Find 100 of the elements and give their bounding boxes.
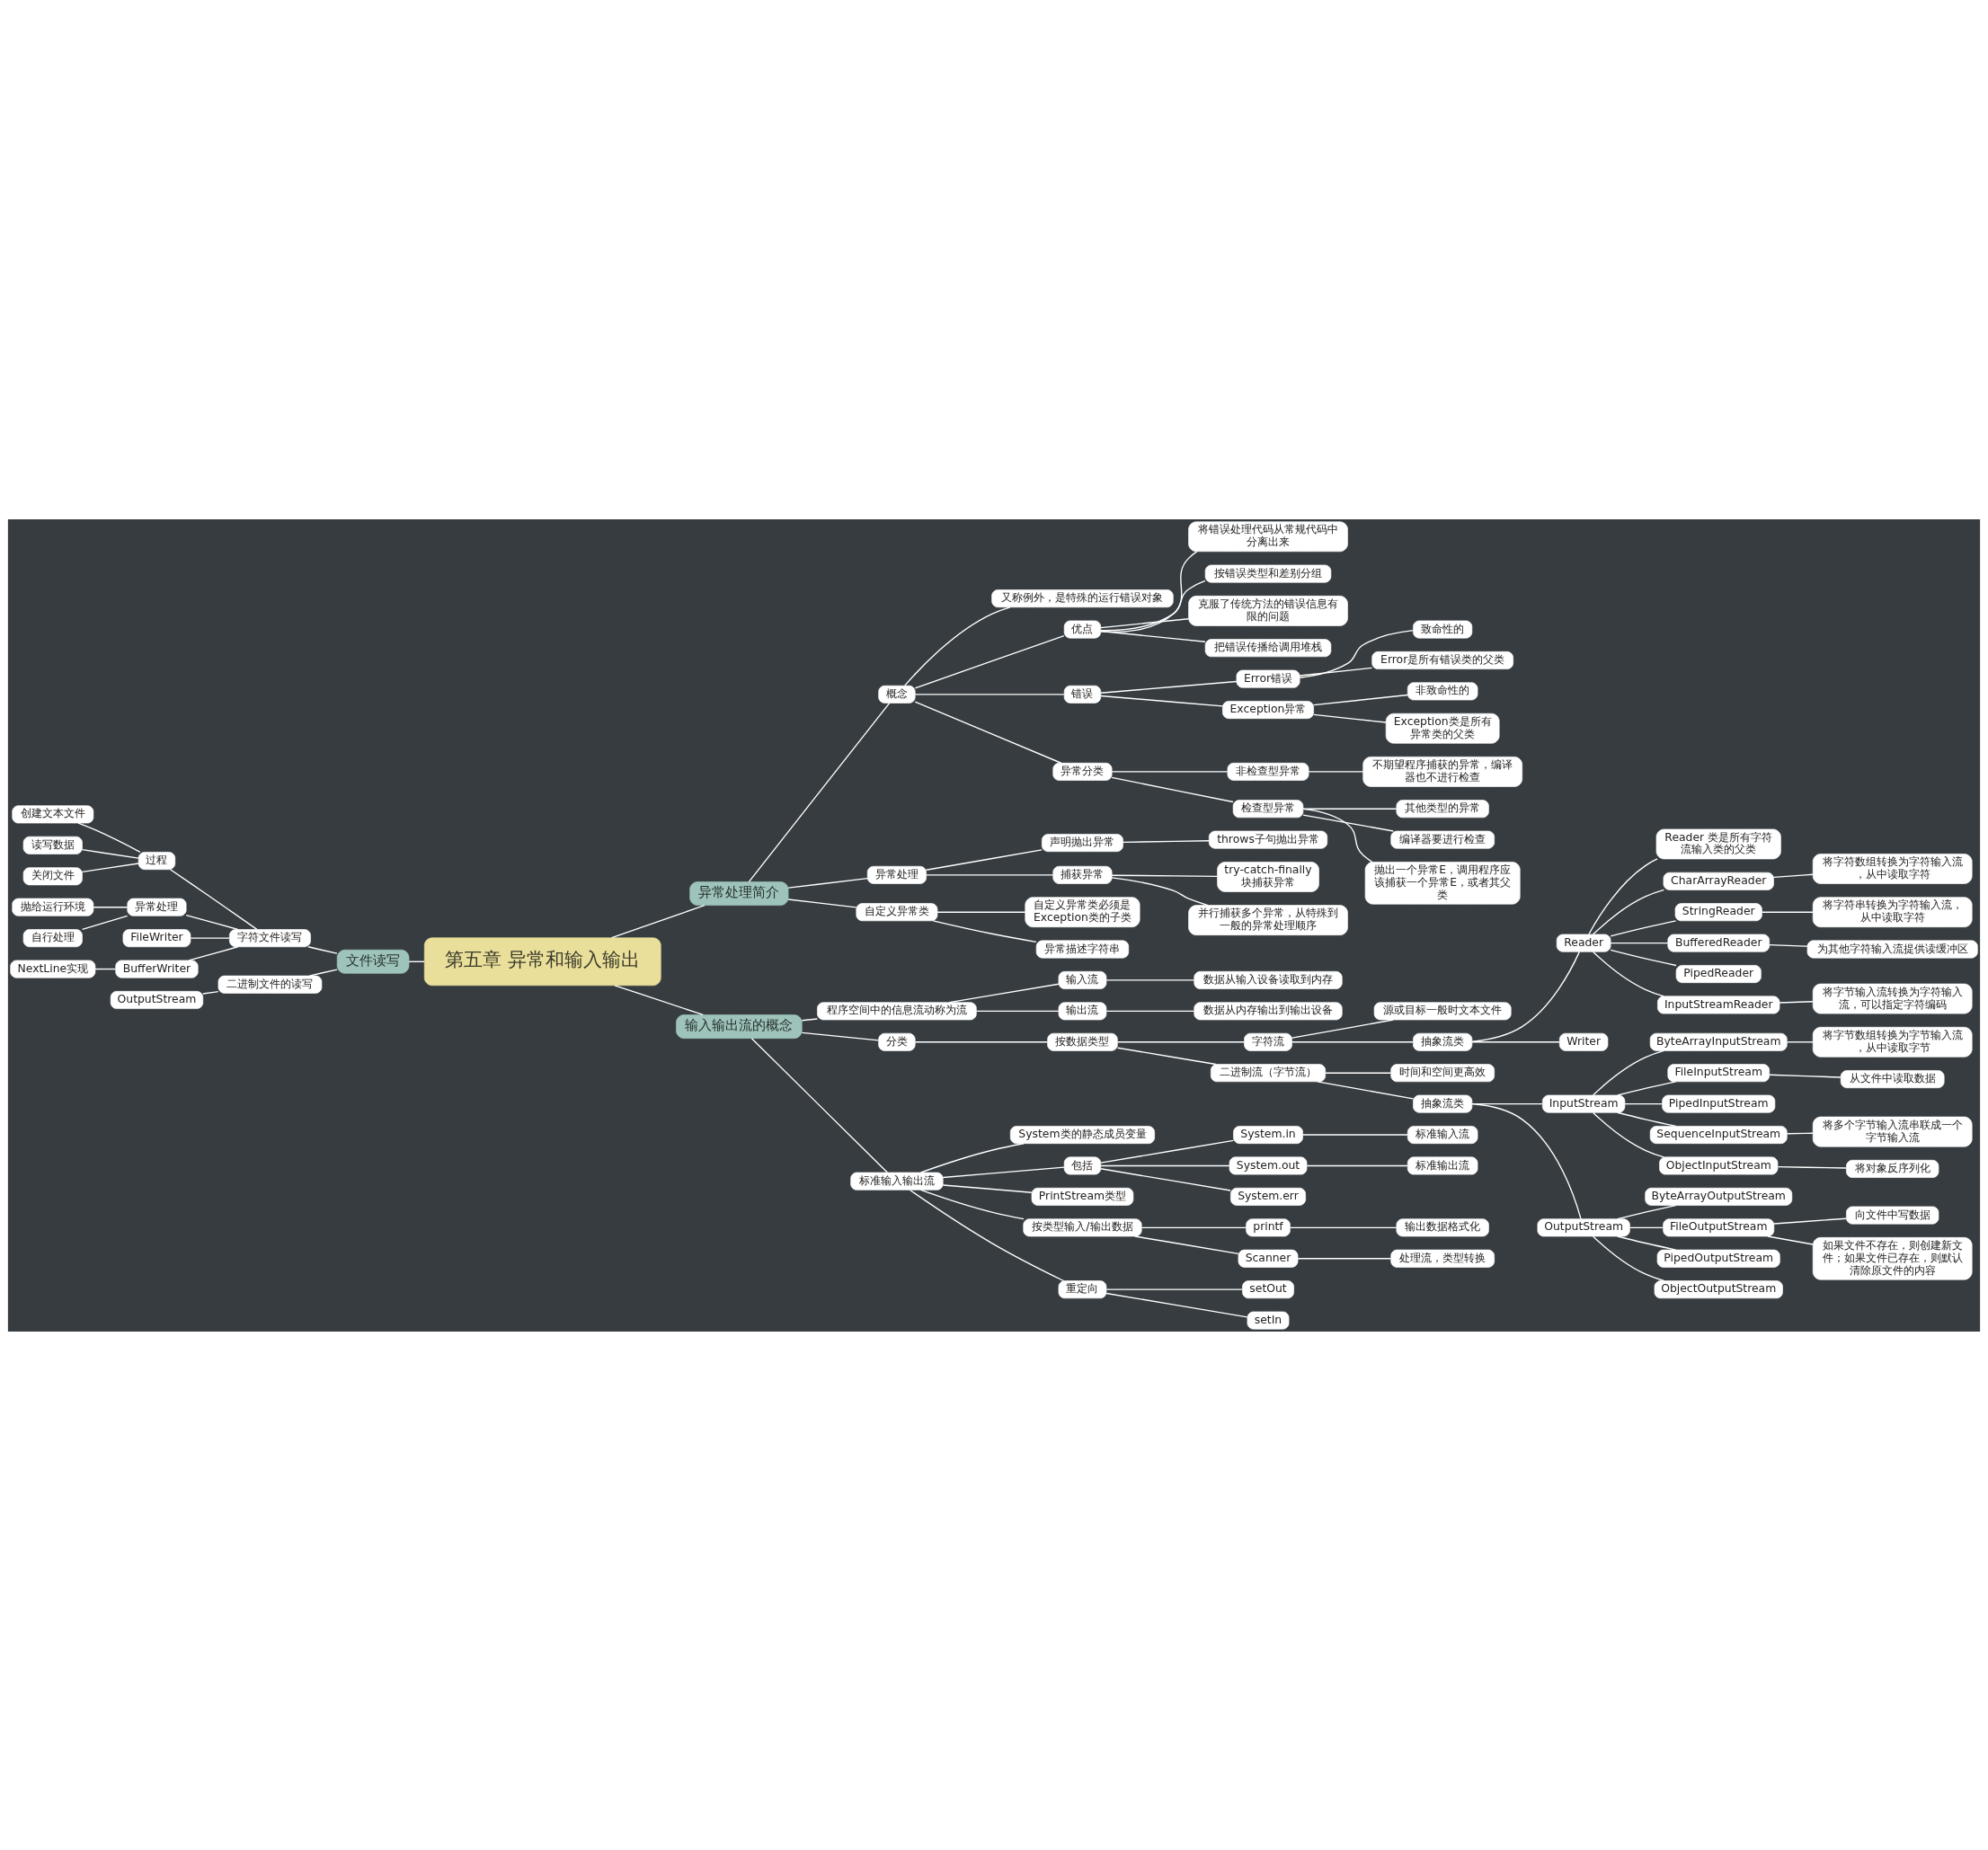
connector (919, 1189, 1025, 1219)
connector (611, 904, 706, 938)
node-box: ByteArrayInputStream (1649, 1032, 1788, 1051)
connector (936, 911, 1026, 913)
node-box: ObjectInputStream (1659, 1156, 1779, 1174)
node-box: 将字符数组转换为字符输入流，从中读取字符 (1812, 853, 1973, 884)
connector (1617, 1111, 1677, 1127)
node-box: 包括 (1063, 1156, 1102, 1174)
node-box: 并行捕获多个异常，从特殊到一般的异常处理顺序 (1188, 904, 1348, 935)
node-box: 抛出一个异常E，调用程序应该捕获一个异常E，或者其父类 (1364, 861, 1521, 905)
node-box: System类的静态成员变量 (1009, 1125, 1155, 1144)
node-box: setOut (1242, 1279, 1294, 1298)
node-box: 将字节输入流转换为字符输入流，可以指定字符编码 (1812, 983, 1973, 1014)
connector (81, 862, 139, 872)
node-box: System.out (1229, 1156, 1308, 1174)
connector (1761, 911, 1814, 913)
connector (1100, 1139, 1235, 1164)
node-box: 不期望程序捕获的异常，编译器也不进行检查 (1362, 756, 1522, 787)
connector (787, 898, 857, 908)
connector (914, 634, 1065, 689)
node-box: PrintStream类型 (1031, 1187, 1134, 1206)
connector (1593, 889, 1665, 934)
connector (1306, 1164, 1408, 1166)
connector (1291, 1018, 1394, 1039)
connector (1100, 617, 1189, 628)
connector (1116, 1047, 1217, 1065)
node-box: setIn (1247, 1311, 1290, 1330)
connector (975, 1010, 1060, 1012)
node-box: try-catch-finally块捕获异常 (1217, 861, 1319, 892)
node-box: 错误 (1063, 685, 1102, 704)
connector (1624, 1102, 1664, 1104)
node-box: 编译器要进行检查 (1390, 830, 1495, 849)
connector (1471, 1040, 1560, 1042)
node-box: Error是所有错误类的父类 (1371, 651, 1513, 669)
connector (1588, 857, 1658, 934)
connector (1786, 1040, 1814, 1042)
node-box: 非检查型异常 (1227, 762, 1309, 781)
connector (94, 968, 117, 969)
node-box: 过程 (138, 851, 176, 870)
node-box: 克服了传统方法的错误信息有限的问题 (1188, 595, 1348, 626)
node-box: 时间和空间更高效 (1390, 1063, 1495, 1082)
node-box: Writer (1558, 1032, 1609, 1051)
connector (1317, 1080, 1415, 1100)
connector (202, 990, 219, 995)
node-box: 把错误传播给调用堆栈 (1204, 638, 1332, 657)
node-box: throws子句抛出异常 (1208, 830, 1328, 849)
connector (909, 1189, 1065, 1281)
node-box: 程序空间中的信息流动称为流 (817, 1001, 977, 1020)
node-box: 抽象流类 (1413, 1094, 1473, 1113)
connector (1291, 1040, 1414, 1042)
node-box: 处理流，类型转换 (1390, 1249, 1495, 1268)
connector (1100, 550, 1198, 633)
connector (1769, 943, 1808, 947)
connector (1100, 1164, 1230, 1166)
connector (925, 848, 1043, 871)
connector (1302, 813, 1395, 832)
node-box: 按类型输入/输出数据 (1023, 1217, 1142, 1236)
node-box: 第五章 异常和输入输出 (423, 936, 661, 986)
connector (81, 915, 129, 930)
connector (1111, 776, 1234, 802)
node-box: 向文件中写数据 (1846, 1206, 1939, 1225)
connector (1786, 1132, 1814, 1134)
connector (801, 1031, 880, 1040)
node-box: 输出流 (1058, 1001, 1107, 1020)
connector (914, 700, 1062, 764)
node-box: 文件读写 (336, 949, 410, 974)
node-box: 读写数据 (22, 836, 83, 854)
connector (81, 848, 139, 859)
connector (914, 1040, 1049, 1042)
node-box: InputStreamReader (1657, 996, 1780, 1014)
node-box: printf (1246, 1217, 1291, 1236)
connector (1777, 1165, 1847, 1169)
node-box: 分类 (878, 1032, 916, 1051)
connector (1767, 1235, 1814, 1245)
node-box: 二进制文件的读写 (217, 975, 323, 994)
node-box: 重定向 (1058, 1279, 1107, 1298)
node-box: ByteArrayOutputStream (1645, 1187, 1793, 1206)
node-box: OutputStream (110, 990, 204, 1009)
connector (1111, 876, 1209, 906)
node-box: Reader (1556, 934, 1611, 952)
node-box: Scanner (1238, 1249, 1299, 1268)
node-box: 将多个字节输入流串联成一个字节输入流 (1812, 1116, 1973, 1146)
node-box: 按数据类型 (1047, 1032, 1118, 1051)
node-box: 检查型异常 (1232, 799, 1304, 818)
connector (1593, 1235, 1665, 1281)
connector (1105, 1292, 1248, 1317)
connector (932, 919, 1037, 943)
node-box: 数据从内存输出到输出设备 (1194, 1001, 1343, 1020)
node-box: 将错误处理代码从常规代码中分离出来 (1188, 520, 1348, 552)
node-box: 概念 (878, 685, 916, 704)
node-box: 其他类型的异常 (1396, 799, 1489, 818)
node-box: 标准输入输出流 (850, 1172, 944, 1191)
node-box: 将对象反序列化 (1846, 1159, 1939, 1178)
node-box: 标准输出流 (1407, 1156, 1478, 1174)
connector (1313, 713, 1387, 723)
connector (1289, 1226, 1398, 1228)
connector (919, 1142, 1025, 1173)
connector (1769, 1074, 1842, 1078)
node-box: 将字节数组转换为字节输入流，从中读取字节 (1812, 1026, 1973, 1058)
connector (1593, 1049, 1665, 1095)
